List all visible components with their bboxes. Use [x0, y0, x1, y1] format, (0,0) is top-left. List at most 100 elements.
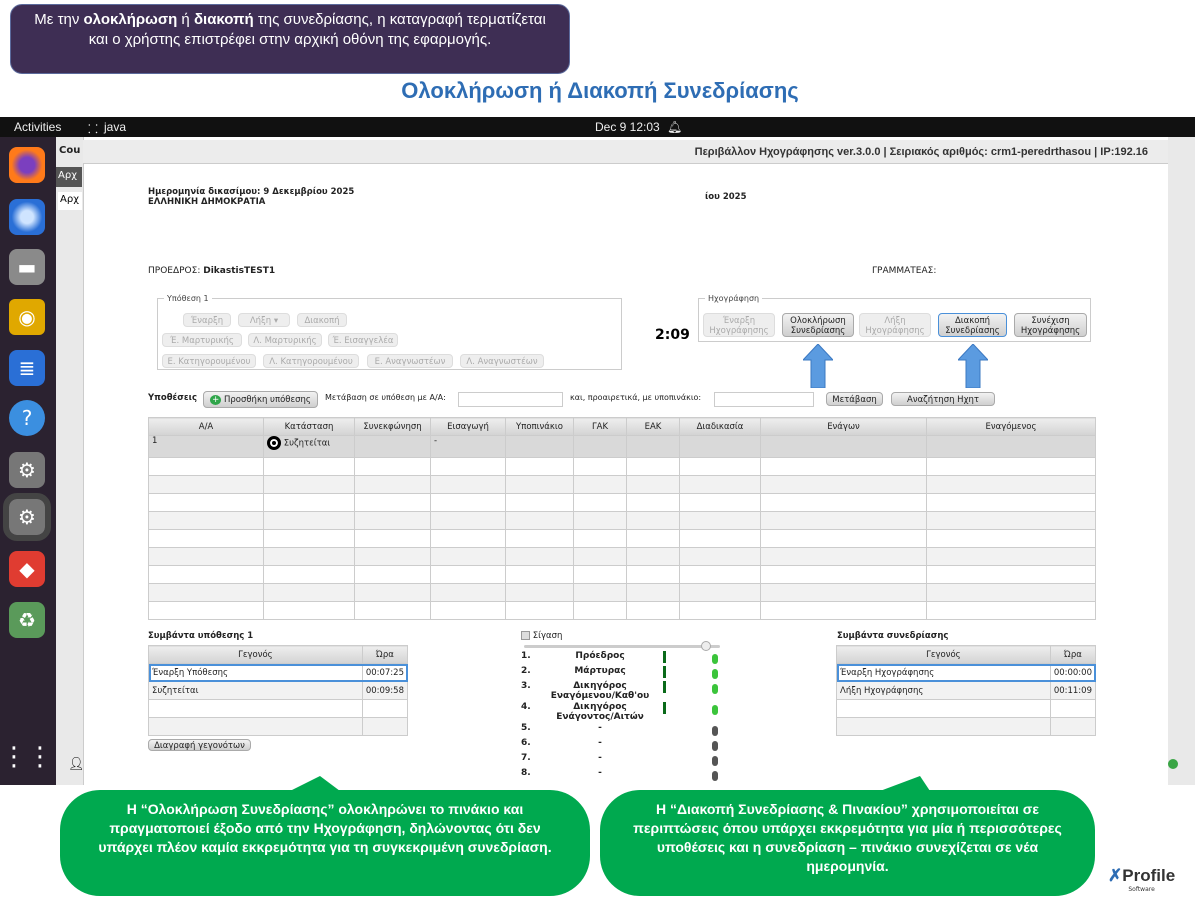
col-entry[interactable]: Εισαγωγή — [430, 417, 506, 436]
case-group-legend: Υπόθεση 1 — [167, 294, 209, 303]
col-eak[interactable]: ΕΑΚ — [626, 417, 680, 436]
files-icon[interactable]: ▬ — [9, 249, 45, 285]
volume-slider-handle[interactable] — [701, 641, 711, 651]
table-row[interactable] — [148, 601, 1096, 620]
table-row[interactable] — [148, 475, 1096, 494]
table-row[interactable] — [836, 717, 1097, 736]
clock[interactable]: Dec 9 12:03 — [595, 120, 660, 134]
settings-active-icon[interactable]: ⚙ — [3, 493, 51, 541]
app-grid-icon[interactable]: ⋮⋮ — [1, 742, 53, 772]
trash-icon[interactable]: ♻ — [9, 602, 45, 638]
btn-line: Συνεδρίασης — [790, 326, 846, 336]
table-row[interactable] — [148, 717, 409, 736]
microphone-icon[interactable] — [712, 684, 718, 694]
col-aa[interactable]: Α/Α — [148, 417, 264, 436]
col-plaintiff[interactable]: Ενάγων — [760, 417, 927, 436]
writer-icon[interactable]: ≣ — [9, 350, 45, 386]
col-status[interactable]: Κατάσταση — [263, 417, 355, 436]
activities-button[interactable]: Activities — [14, 120, 62, 134]
defendant-start-button[interactable]: Ε. Κατηγορουμένου — [162, 354, 256, 368]
speaker-number: 6. — [521, 738, 531, 748]
cases-table: Α/Α Κατάσταση Συνεκφώνηση Εισαγωγή Υποπι… — [148, 417, 1096, 620]
bubble-complete-session: Η “Ολοκλήρωση Συνεδρίασης” ολοκληρώνει τ… — [60, 790, 590, 896]
microphone-icon[interactable] — [712, 654, 718, 664]
session-events-title: Συμβάντα συνεδρίασης — [837, 631, 949, 641]
subdocket-input[interactable] — [714, 392, 814, 407]
prosecutor-start-button[interactable]: Έ. Εισαγγελέα — [328, 333, 398, 347]
microphone-icon[interactable] — [712, 669, 718, 679]
speaker-number: 7. — [521, 753, 531, 763]
mute-checkbox[interactable]: Σίγαση — [521, 631, 562, 641]
speaker-name: - — [598, 723, 602, 733]
bg-tab[interactable]: Αρχ — [56, 167, 82, 187]
col-procedure[interactable]: Διαδικασία — [679, 417, 761, 436]
case-start-button[interactable]: Έναρξη — [183, 313, 231, 327]
info-callout: Με την ολοκλήρωση ή διακοπή της συνεδρία… — [10, 4, 570, 74]
anydesk-icon[interactable]: ◆ — [9, 551, 45, 587]
table-row[interactable] — [148, 565, 1096, 584]
volume-slider[interactable] — [524, 645, 720, 648]
bubble-right-tail — [880, 776, 930, 791]
speaker-name: - — [598, 738, 602, 748]
readings-start-button[interactable]: Ε. Αναγνωστέων — [367, 354, 453, 368]
profile-logo: ✗Profile Software — [1108, 866, 1176, 893]
level-meter — [663, 666, 666, 678]
col-event[interactable]: Γεγονός — [836, 645, 1051, 664]
callout-bold: διακοπή — [193, 11, 254, 28]
add-case-button[interactable]: + Προσθήκη υπόθεσης — [203, 391, 318, 408]
goto-case-input[interactable] — [458, 392, 563, 407]
rhythmbox-icon[interactable]: ◉ — [9, 299, 45, 335]
callout-text: Με την — [34, 11, 84, 28]
witness-end-button[interactable]: Λ. Μαρτυρικής — [248, 333, 322, 347]
bg-subtab[interactable]: Αρχ — [58, 192, 82, 210]
case-end-label: Λήξη — [249, 316, 272, 326]
microphone-icon[interactable] — [712, 705, 718, 715]
col-time[interactable]: Ώρα — [1049, 645, 1097, 664]
microphone-icon[interactable] — [712, 771, 718, 781]
firefox-icon[interactable] — [9, 147, 45, 183]
defendant-end-button[interactable]: Λ. Κατηγορουμένου — [263, 354, 359, 368]
col-joint[interactable]: Συνεκφώνηση — [354, 417, 431, 436]
table-row[interactable]: 1 Συζητείται - — [148, 435, 1096, 458]
microphone-icon[interactable] — [712, 741, 718, 751]
delete-events-button[interactable]: Διαγραφή γεγονότων — [148, 739, 251, 751]
speaker-name: Δικηγόρος Εναγόμενου/Καθ'ου — [550, 681, 650, 701]
help-icon[interactable]: ? — [9, 400, 45, 436]
table-row[interactable] — [148, 511, 1096, 530]
readings-end-button[interactable]: Λ. Αναγνωστέων — [460, 354, 544, 368]
case-end-dropdown[interactable]: Λήξη ▾ — [238, 313, 290, 327]
recording-group: Ηχογράφηση — [698, 294, 1091, 342]
speaker-name: Πρόεδρος — [575, 651, 625, 661]
witness-start-button[interactable]: Έ. Μαρτυρικής — [162, 333, 242, 347]
col-defendant[interactable]: Εναγόμενος — [926, 417, 1096, 436]
microphone-icon[interactable] — [712, 756, 718, 766]
btn-line: Ηχογράφησης — [865, 326, 925, 336]
thunderbird-icon[interactable] — [9, 199, 45, 235]
ubuntu-top-bar: Activities ⸬ java Dec 9 12:03 🔔︎ — [0, 117, 1195, 137]
app-menu[interactable]: java — [104, 120, 127, 134]
case-events-title: Συμβάντα υπόθεσης 1 — [148, 631, 254, 641]
table-row[interactable] — [148, 547, 1096, 566]
settings-icon[interactable]: ⚙ — [9, 452, 45, 488]
sub-label: και, προαιρετικά, με υποπινάκιο: — [570, 393, 702, 402]
case-pause-button[interactable]: Διακοπή — [297, 313, 347, 327]
microphone-icon[interactable] — [712, 726, 718, 736]
col-time[interactable]: Ώρα — [361, 645, 409, 664]
user-icon: 👤︎ — [68, 757, 85, 772]
checkbox-box[interactable] — [521, 631, 530, 640]
goto-button[interactable]: Μετάβαση — [826, 392, 883, 406]
btn-line: Ηχογράφησης — [709, 326, 769, 336]
table-row[interactable] — [148, 583, 1096, 602]
search-audio-button[interactable]: Αναζήτηση Ηχητ — [891, 392, 995, 406]
president-label: ΠΡΟΕΔΡΟΣ: — [148, 266, 201, 276]
